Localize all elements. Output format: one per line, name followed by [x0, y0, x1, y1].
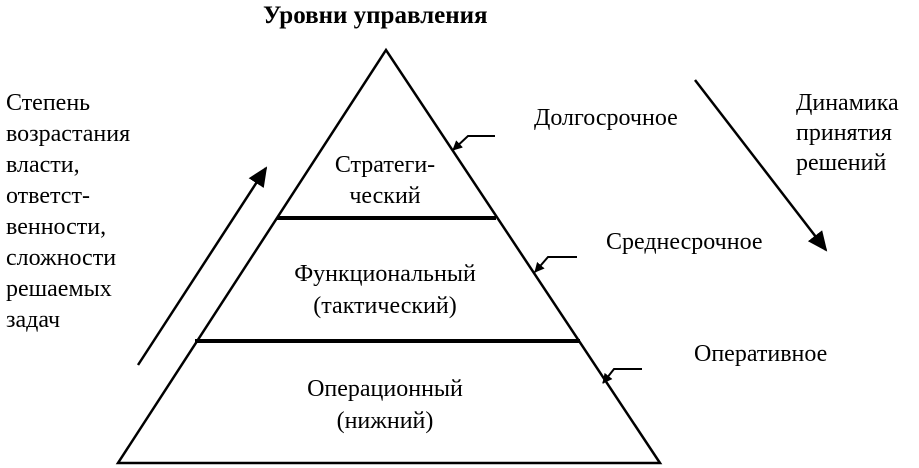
- right-label-line: решений: [796, 150, 887, 176]
- level-operational: Операционный (нижний): [270, 373, 500, 437]
- level-name-line: (нижний): [336, 408, 434, 434]
- left-label-line: ответст-: [6, 183, 90, 209]
- left-label-line: венности,: [6, 214, 107, 240]
- right-label-line: принятия: [796, 120, 892, 146]
- left-label-line: сложности: [6, 245, 117, 271]
- level-functional: Функциональный (тактический): [260, 258, 510, 322]
- level-name-line: Операционный: [307, 376, 463, 402]
- pyramid: [115, 47, 663, 465]
- left-label-line: возрастания: [6, 121, 131, 147]
- left-label-line: власти,: [6, 152, 80, 178]
- left-label-line: задач: [6, 307, 61, 333]
- decision-dynamics-arrow: [694, 79, 828, 252]
- left-label-line: Степень: [6, 90, 91, 116]
- level-name-line: Функциональный: [294, 261, 476, 287]
- horizon-mid-term: Среднесрочное: [606, 229, 763, 255]
- pointer-arrow-mid-term: [534, 256, 577, 273]
- level-name-line: Стратеги-: [334, 152, 436, 178]
- pointer-arrow-long-term: [452, 135, 495, 151]
- horizon-long-term: Долгосрочное: [534, 105, 678, 131]
- right-label: Динамика принятия решений: [796, 88, 899, 178]
- right-label-line: Динамика: [796, 90, 899, 116]
- diagram-title: Уровни управления: [263, 2, 488, 29]
- authority-arrow: [136, 166, 268, 366]
- horizon-operative: Оперативное: [694, 341, 828, 367]
- level-name-line: ческий: [349, 183, 421, 209]
- left-label-line: решаемых: [6, 276, 112, 302]
- level-strategic: Стратеги- ческий: [300, 150, 470, 212]
- left-label: Степень возрастания власти, ответст- вен…: [6, 88, 130, 336]
- pointer-arrow-operative: [602, 368, 642, 384]
- level-name-line: (тактический): [313, 293, 457, 319]
